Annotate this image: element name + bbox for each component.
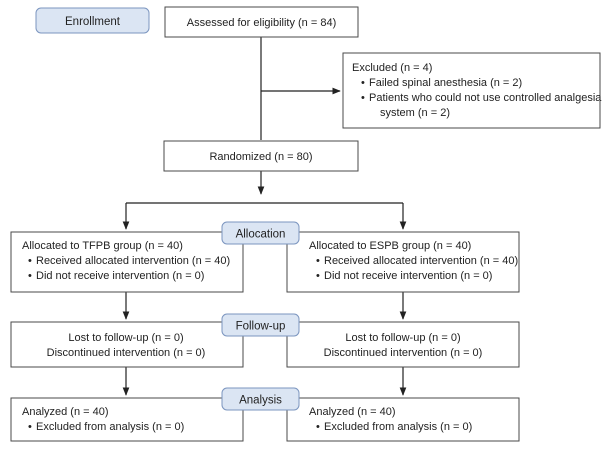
tfpb-bullet: • [28,255,32,267]
stage-label-analysis-text: Analysis [239,395,282,407]
espb-not-received-text: Did not receive intervention (n = 0) [324,270,492,282]
espb-discontinued-text: Discontinued intervention (n = 0) [324,347,483,359]
randomized-text: Randomized (n = 80) [209,151,312,163]
espb-analyzed-text: Analyzed (n = 40) [309,406,396,418]
espb-allocated-text: Allocated to ESPB group (n = 40) [309,240,471,252]
tfpb-allocation-box: Allocated to TFPB group (n = 40) • Recei… [10,231,244,293]
espb-received-text: Received allocated intervention (n = 40) [324,255,518,267]
stage-label-enrollment-text: Enrollment [65,16,121,28]
excluded-reason-2-continued: system (n = 2) [380,107,450,119]
tfpb-lost-text: Lost to follow-up (n = 0) [68,332,183,344]
tfpb-excluded-analysis-text: Excluded from analysis (n = 0) [36,421,184,433]
espb-followup-box: Lost to follow-up (n = 0) Discontinued i… [286,321,520,368]
espb-bullet: • [316,255,320,267]
assessed-box: Assessed for eligibility (n = 84) [164,6,359,38]
espb-bullet: • [316,270,320,282]
excluded-reason-bullet: • [361,77,365,89]
tfpb-allocated-text: Allocated to TFPB group (n = 40) [22,240,183,252]
espb-allocation-box: Allocated to ESPB group (n = 40) • Recei… [286,231,520,293]
tfpb-analysis-box: Analyzed (n = 40) • Excluded from analys… [10,397,244,442]
connectors [122,37,407,396]
stage-label-enrollment: Enrollment [35,7,150,34]
excluded-box: Excluded (n = 4) • Failed spinal anesthe… [342,52,602,129]
excluded-reason-1: Failed spinal anesthesia (n = 2) [369,77,522,89]
tfpb-analyzed-text: Analyzed (n = 40) [22,406,109,418]
espb-excluded-analysis-text: Excluded from analysis (n = 0) [324,421,472,433]
espb-lost-text: Lost to follow-up (n = 0) [345,332,460,344]
excluded-reason-2: Patients who could not use controlled an… [369,92,602,104]
stage-label-allocation-text: Allocation [236,229,286,241]
excluded-reason-bullet: • [361,92,365,104]
tfpb-discontinued-text: Discontinued intervention (n = 0) [47,347,206,359]
excluded-title: Excluded (n = 4) [352,62,432,74]
tfpb-followup-box: Lost to follow-up (n = 0) Discontinued i… [10,321,244,368]
tfpb-not-received-text: Did not receive intervention (n = 0) [36,270,204,282]
stage-label-allocation: Allocation [221,221,300,245]
tfpb-received-text: Received allocated intervention (n = 40) [36,255,230,267]
stage-label-analysis: Analysis [221,387,300,411]
randomized-box: Randomized (n = 80) [163,140,359,172]
stage-label-follow-up-text: Follow-up [236,321,286,333]
assessed-text: Assessed for eligibility (n = 84) [187,17,336,29]
espb-analysis-box: Analyzed (n = 40) • Excluded from analys… [286,397,520,442]
stage-label-follow-up: Follow-up [221,313,300,337]
tfpb-bullet: • [28,421,32,433]
tfpb-bullet: • [28,270,32,282]
espb-bullet: • [316,421,320,433]
